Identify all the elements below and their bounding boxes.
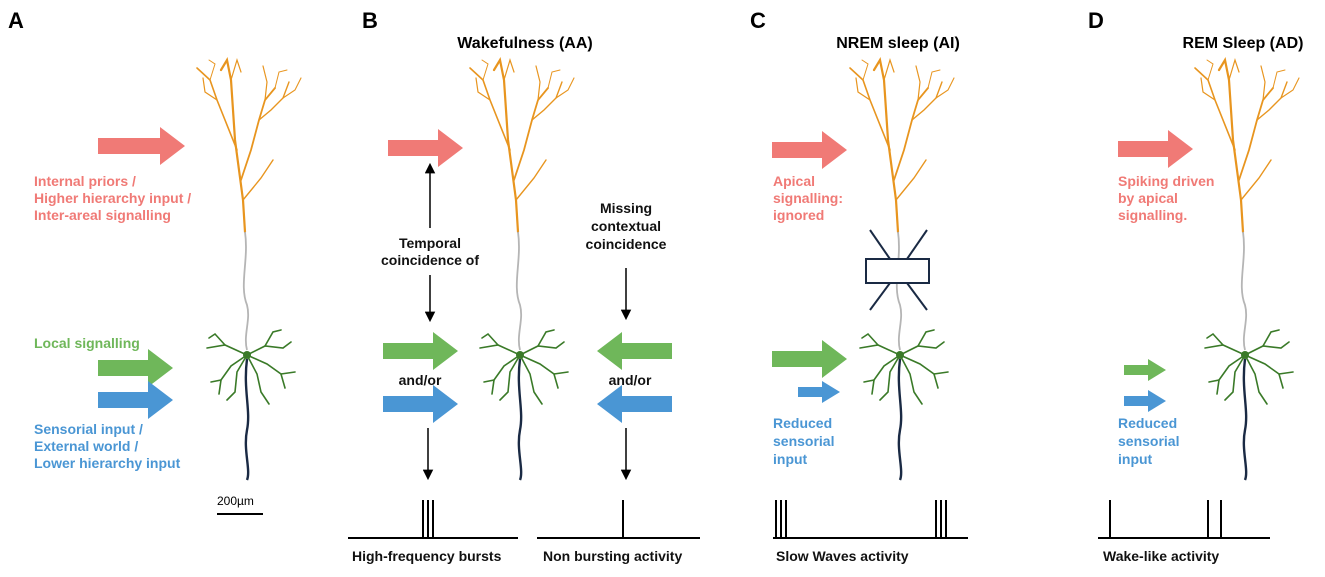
panel-c: C NREM sleep (AI) (750, 8, 968, 564)
and-or-left: and/or (399, 372, 442, 388)
label-apical-1: Spiking driven (1118, 173, 1214, 189)
apical-input-arrow (772, 131, 847, 169)
panel-letter: C (750, 8, 766, 33)
note-temporal-2: coincidence of (381, 252, 479, 268)
apical-decoupling-block (865, 229, 930, 311)
apical-dendrite (1194, 56, 1300, 234)
trace-label: Slow Waves activity (776, 548, 909, 564)
label-apical-input-1: Internal priors / (34, 173, 136, 189)
trace-label: Wake-like activity (1103, 548, 1219, 564)
label-reduced-3: input (1118, 451, 1153, 467)
sensory-input-arrow (597, 385, 672, 423)
panel-letter: A (8, 8, 24, 33)
note-missing-2: contextual (591, 218, 661, 234)
label-apical-input-3: Inter-areal signalling (34, 207, 171, 223)
panel-d: D REM Sleep (AD) (1088, 8, 1303, 564)
sensory-input-arrow-small (798, 381, 840, 403)
trace-non-bursting (537, 500, 700, 539)
axon (244, 358, 250, 481)
sensory-input-arrow-small (1124, 390, 1166, 412)
panel-title: REM Sleep (AD) (1183, 35, 1304, 52)
panel-letter: B (362, 8, 378, 33)
basal-dendrites (859, 329, 949, 405)
label-apical-1: Apical (773, 173, 815, 189)
sensory-input-arrow (98, 381, 173, 419)
basal-dendrites (1204, 329, 1294, 405)
apical-dendrite (469, 56, 575, 234)
apical-input-arrow (388, 129, 463, 167)
label-sensory-input-2: External world / (34, 438, 138, 454)
apical-trunk (1240, 231, 1248, 351)
and-or-right: and/or (609, 372, 652, 388)
local-input-arrow-small (1124, 359, 1166, 381)
trace-label: Non bursting activity (543, 548, 682, 564)
label-reduced-2: sensorial (1118, 433, 1179, 449)
panel-letter: D (1088, 8, 1104, 33)
basal-dendrites (206, 329, 296, 405)
label-apical-3: ignored (773, 207, 824, 223)
panel-b: B Wakefulness (AA) (348, 8, 700, 564)
label-sensory-input-3: Lower hierarchy input (34, 455, 181, 471)
scale-bar-label: 200µm (217, 494, 254, 508)
apical-input-arrow (98, 127, 185, 165)
apical-trunk (242, 231, 250, 351)
label-apical-2: by apical (1118, 190, 1178, 206)
trace-high-frequency-bursts (348, 500, 518, 539)
local-input-arrow (772, 340, 847, 378)
label-reduced-3: input (773, 451, 808, 467)
label-apical-3: signalling. (1118, 207, 1187, 223)
label-apical-input-2: Higher hierarchy input / (34, 190, 191, 206)
label-reduced-1: Reduced (1118, 415, 1177, 431)
axon (517, 358, 523, 481)
trace-slow-waves (773, 500, 968, 539)
panel-title: NREM sleep (AI) (836, 35, 960, 52)
soma (243, 351, 251, 359)
apical-trunk (515, 231, 523, 351)
label-apical-2: signalling: (773, 190, 843, 206)
soma (896, 351, 904, 359)
apical-trunk (895, 231, 903, 351)
panel-title: Wakefulness (AA) (457, 35, 592, 52)
neuron (469, 56, 575, 481)
neuron (849, 56, 955, 481)
sensory-input-arrow (383, 385, 458, 423)
note-temporal-1: Temporal (399, 235, 461, 251)
label-local-input: Local signalling (34, 335, 140, 351)
soma (516, 351, 524, 359)
neuron (1194, 56, 1300, 481)
local-input-arrow (383, 332, 458, 370)
apical-dendrite (849, 56, 955, 234)
note-missing-3: coincidence (586, 236, 667, 252)
neuron (196, 56, 302, 481)
note-missing-1: Missing (600, 200, 652, 216)
axon (1242, 358, 1248, 481)
label-reduced-1: Reduced (773, 415, 832, 431)
local-input-arrow (597, 332, 672, 370)
panel-a: A (8, 8, 302, 515)
apical-input-arrow (1118, 130, 1193, 168)
basal-dendrites (479, 329, 569, 405)
label-sensory-input-1: Sensorial input / (34, 421, 143, 437)
local-input-arrow (98, 349, 173, 387)
axon (897, 358, 903, 481)
trace-wake-like (1098, 500, 1270, 539)
trace-label: High-frequency bursts (352, 548, 502, 564)
label-reduced-2: sensorial (773, 433, 834, 449)
soma (1241, 351, 1249, 359)
apical-dendrite (196, 56, 302, 234)
